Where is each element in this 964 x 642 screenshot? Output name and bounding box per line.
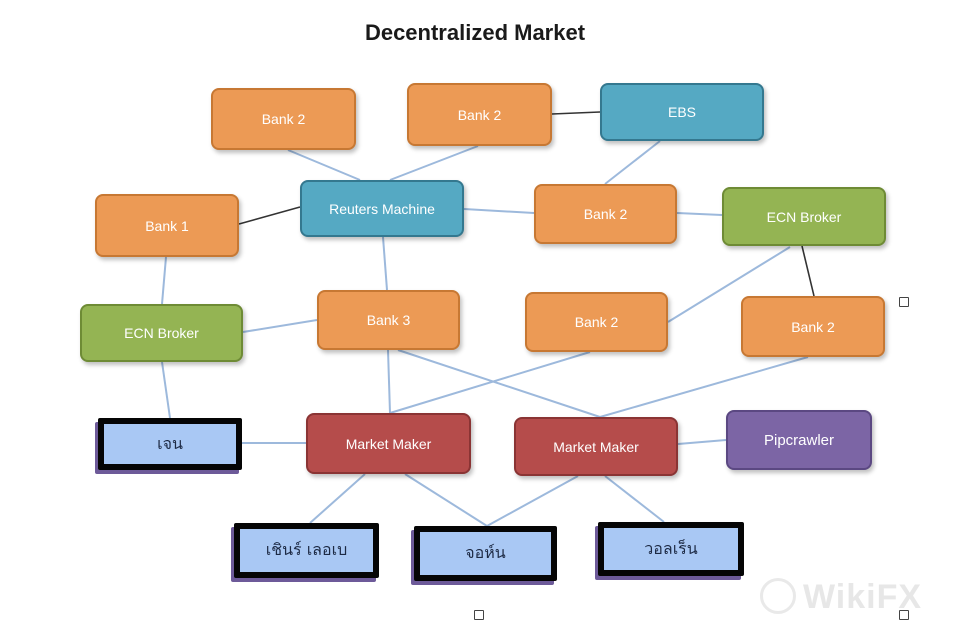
client-bottom-1-node: เชินร์ เลอเบ [234,523,379,578]
link-bank2center-mmleft [389,351,591,414]
watermark-logo-icon [760,578,796,614]
diagram-title: Decentralized Market [364,20,586,45]
market-maker-right-node: Market Maker [514,417,678,476]
link-mmright-clientb3 [604,475,665,523]
link-mmleft-clientb2 [404,473,488,527]
bank-2-top-left-node: Bank 2 [211,88,356,150]
link-bank3-mmright [397,349,601,418]
link-bank2tl-reuters [287,149,361,181]
link-reuters-bank2mid [463,208,535,214]
bank-1-node: Bank 1 [95,194,239,257]
link-mmleft-clientb1 [309,473,366,524]
ecn-broker-right-node: ECN Broker [722,187,886,246]
selection-handle[interactable] [899,610,909,620]
client-bottom-2-node: จอห์น [414,526,557,581]
link-bank2tm-reuters [389,145,479,181]
link-ecnright-bank2right [801,245,815,297]
reuters-machine-node: Reuters Machine [300,180,464,237]
client-left-node: เจน [98,418,242,470]
link-ecnleft-bank3 [242,319,318,333]
link-bank2right-mmright [599,356,809,418]
market-maker-left-node: Market Maker [306,413,471,474]
pipcrawler-node: Pipcrawler [726,410,872,470]
link-ecnleft-clientleft [161,361,171,419]
bank-2-center-node: Bank 2 [525,292,668,352]
link-bank2tm-ebs [551,111,601,115]
bank-3-node: Bank 3 [317,290,460,350]
link-reuters-bank3 [382,236,388,291]
bank-2-middle-node: Bank 2 [534,184,677,244]
link-bank3-mmleft [387,349,391,414]
link-bank1-ecnleft [161,256,167,305]
link-mmright-pipcrawler [677,439,727,445]
bank-2-top-center-node: Bank 2 [407,83,552,146]
link-ebs-bank2mid [604,140,661,185]
ebs-node: EBS [600,83,764,141]
ecn-broker-left-node: ECN Broker [80,304,243,362]
selection-handle[interactable] [474,610,484,620]
link-ecnright-bank2center [667,246,791,323]
watermark-text: WikiFX [803,578,923,616]
link-bank1-reuters [238,206,301,225]
selection-handle[interactable] [899,297,909,307]
link-bank2mid-ecnright [676,212,723,216]
bank-2-right-node: Bank 2 [741,296,885,357]
link-mmright-clientb2 [486,475,579,527]
client-bottom-3-node: วอลเร็น [598,522,744,576]
